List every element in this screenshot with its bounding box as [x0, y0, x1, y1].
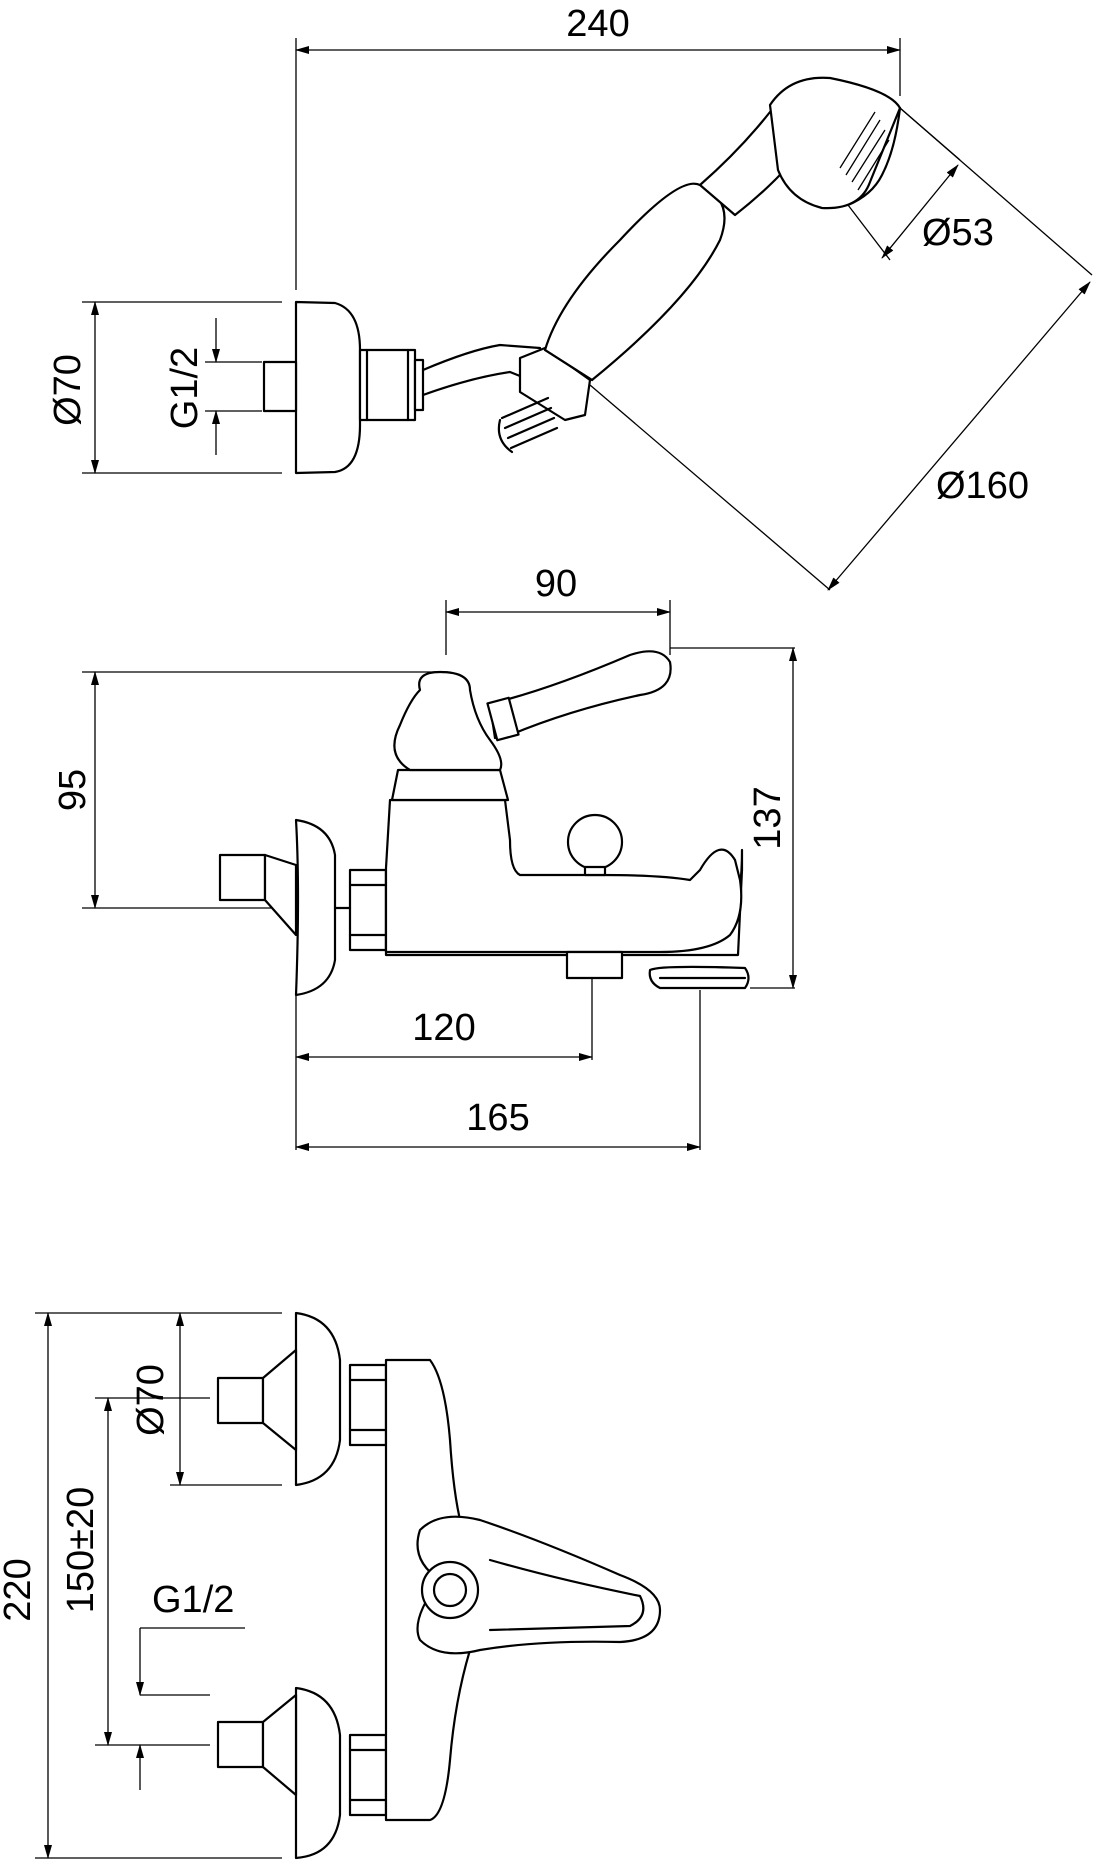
dim-label-d53: Ø53: [922, 212, 994, 254]
ext-line: [899, 107, 1093, 276]
lower-inlet-pipe: [216, 1720, 265, 1769]
shower-hose: [421, 370, 532, 397]
shower-hose: [421, 343, 542, 372]
hose-nut-end: [413, 358, 425, 412]
lever-front: [416, 1515, 662, 1655]
hand-shower-handle: [543, 182, 726, 382]
diverter-stem: [583, 865, 607, 877]
side-nut: [348, 868, 388, 952]
lever-arm: [488, 650, 672, 740]
upper-wall-flange: [294, 1311, 342, 1487]
dim-label-g12-front: G1/2: [152, 1579, 234, 1621]
lever-collar: [486, 696, 520, 742]
side-inlet-pipe: [218, 853, 267, 902]
hand-shower-head: [768, 76, 902, 210]
dim-label-95: 95: [52, 769, 94, 811]
top-view: 240 Ø70 G1/2: [47, 3, 1093, 591]
lower-inlet-cone: [261, 1693, 298, 1797]
lower-wall-flange: [294, 1686, 342, 1860]
upper-inlet-cone: [261, 1348, 298, 1452]
dim-label-90: 90: [535, 563, 577, 605]
mixer-body-main: [384, 798, 743, 954]
inlet-pipe: [262, 360, 298, 413]
hose-outlet: [565, 950, 624, 980]
handle-collar: [543, 348, 594, 382]
dim-label-240: 240: [566, 3, 629, 45]
wall-flange: [294, 300, 362, 475]
lever-knob: [393, 670, 503, 772]
dim-label-120: 120: [412, 1007, 475, 1049]
shower-head-nozzles: [839, 111, 890, 191]
ext-line: [589, 384, 831, 591]
dim-label-150: 150±20: [60, 1487, 102, 1614]
lever-front-inner: [488, 1558, 645, 1632]
side-view: 90 95 137: [52, 563, 797, 1151]
cartridge-cap-inner: [432, 1572, 468, 1608]
side-inlet-cone: [263, 853, 298, 937]
dim-line-d160: [827, 281, 1091, 591]
lower-nut: [348, 1733, 388, 1817]
upper-nut: [348, 1363, 388, 1447]
upper-inlet-pipe: [216, 1376, 265, 1425]
ext-line: [847, 204, 891, 261]
dim-line-d53: [881, 164, 959, 259]
cartridge-bonnet: [390, 768, 510, 802]
diverter-knob: [566, 813, 624, 871]
side-wall-flange: [294, 818, 337, 997]
dim-label-220: 220: [0, 1558, 39, 1621]
front-view: 220 Ø70 150±20 G1/2: [0, 1311, 662, 1860]
dim-label-d70-top: Ø70: [47, 354, 89, 426]
dim-label-d160: Ø160: [936, 465, 1029, 507]
dim-label-g12-top: G1/2: [164, 347, 206, 429]
hose-coil: [497, 396, 559, 454]
hose-nut: [358, 348, 417, 422]
dim-label-137: 137: [747, 786, 789, 849]
dim-label-165: 165: [466, 1097, 529, 1139]
dim-label-d70-front: Ø70: [130, 1364, 172, 1436]
